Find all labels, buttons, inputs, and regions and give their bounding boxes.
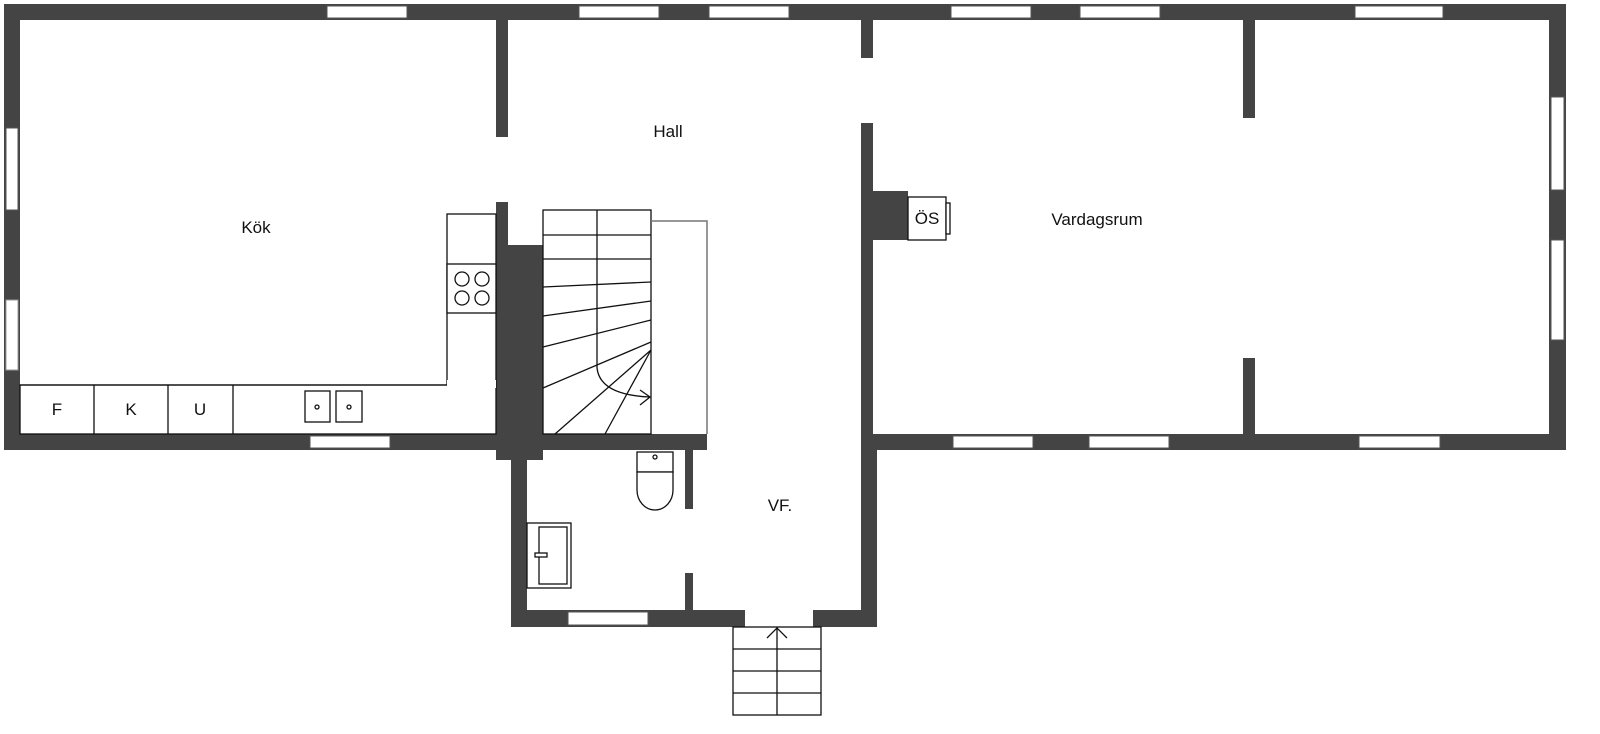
- fridge-label: F: [52, 400, 62, 419]
- stove-label: ÖS: [915, 209, 940, 228]
- entrance-steps-icon: [732, 626, 822, 716]
- tiled-stove: ÖS: [907, 196, 951, 241]
- windows: [5, 5, 1565, 626]
- room-label-living-room: Vardagsrum: [1051, 210, 1142, 229]
- sink-icon: [304, 390, 363, 423]
- washbasin-icon: [526, 522, 572, 589]
- cooler-label: K: [125, 400, 137, 419]
- walls: [4, 4, 1566, 627]
- oven-label: U: [194, 400, 206, 419]
- stove-hob-icon: [446, 263, 497, 314]
- staircase-icon: [542, 209, 708, 435]
- kitchen-counter: F K U: [19, 213, 497, 435]
- toilet-icon: [636, 451, 674, 511]
- room-label-kitchen: Kök: [241, 218, 271, 237]
- room-label-bathroom-entry: VF.: [768, 496, 793, 515]
- room-label-hall: Hall: [653, 122, 682, 141]
